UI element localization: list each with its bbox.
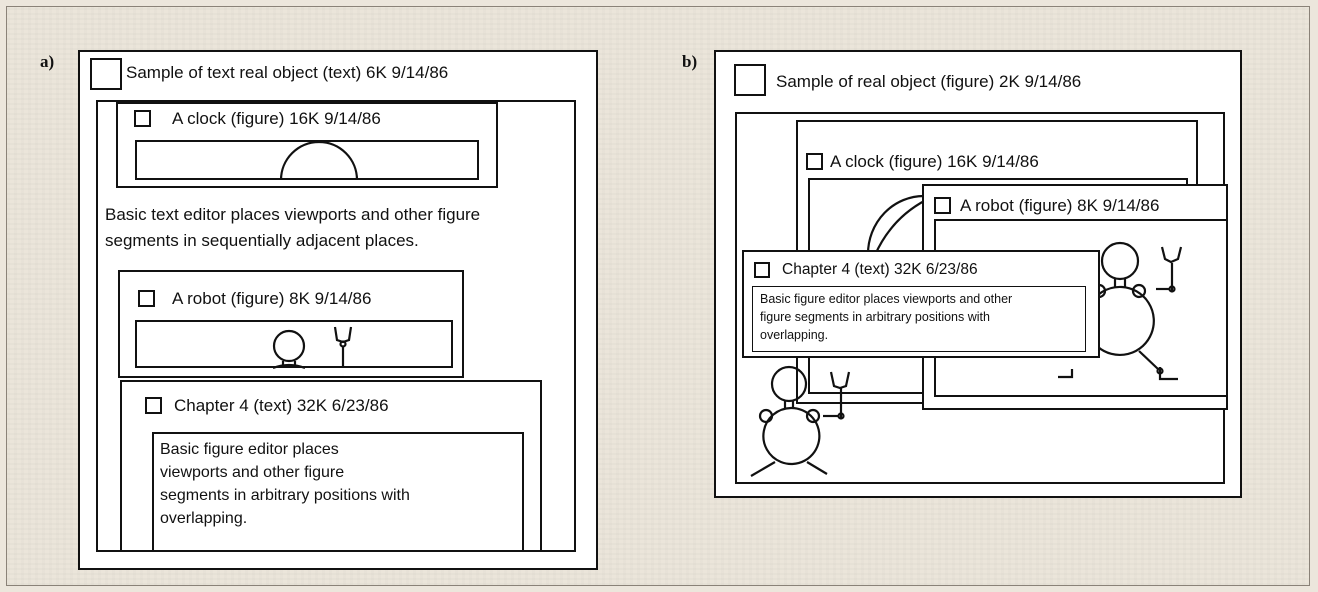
panel-b-clock-checkbox[interactable] (806, 153, 823, 170)
panel-b-chapter-title: Chapter 4 (text) 32K 6/23/86 (782, 260, 978, 280)
panel-a-robot-checkbox[interactable] (138, 290, 155, 307)
panel-a-outer-title: Sample of text real object (text) 6K 9/1… (126, 63, 448, 83)
panel-b-chapter-checkbox[interactable] (754, 262, 770, 278)
panel-a-body-line-2: segments in sequentially adjacent places… (105, 231, 419, 251)
panel-a-chapter-line-1: Basic figure editor places (160, 440, 339, 460)
panel-a-chapter-title: Chapter 4 (text) 32K 6/23/86 (174, 396, 389, 416)
panel-a-clock-title: A clock (figure) 16K 9/14/86 (172, 109, 381, 129)
panel-a-robot-title: A robot (figure) 8K 9/14/86 (172, 289, 371, 309)
panel-a-chapter-line-2: viewports and other figure (160, 463, 344, 483)
panel-b-chapter-line-2: figure segments in arbitrary positions w… (760, 310, 990, 325)
panel-b-chapter-line-1: Basic figure editor places viewports and… (760, 292, 1012, 307)
panel-a-robot-figure (135, 320, 453, 368)
panel-b-clock-title: A clock (figure) 16K 9/14/86 (830, 152, 1039, 172)
panel-b-robot-checkbox[interactable] (934, 197, 951, 214)
panel-b-chapter-line-3: overlapping. (760, 328, 828, 343)
panel-a-clock-checkbox[interactable] (134, 110, 151, 127)
panel-b-small-robot-figure (735, 360, 875, 484)
panel-a-chapter-checkbox[interactable] (145, 397, 162, 414)
panel-a-chapter-line-3: segments in arbitrary positions with (160, 486, 410, 506)
panel-a-clock-dome (135, 140, 479, 180)
panel-b-robot-title: A robot (figure) 8K 9/14/86 (960, 196, 1159, 216)
panel-a-label: a) (40, 52, 54, 72)
panel-a-chapter-line-4: overlapping. (160, 509, 247, 529)
panel-b-outer-title: Sample of real object (figure) 2K 9/14/8… (776, 72, 1081, 92)
panel-a-body-line-1: Basic text editor places viewports and o… (105, 205, 480, 225)
panel-b-label: b) (682, 52, 697, 72)
panel-a-outer-checkbox[interactable] (90, 58, 122, 90)
panel-b-outer-checkbox[interactable] (734, 64, 766, 96)
